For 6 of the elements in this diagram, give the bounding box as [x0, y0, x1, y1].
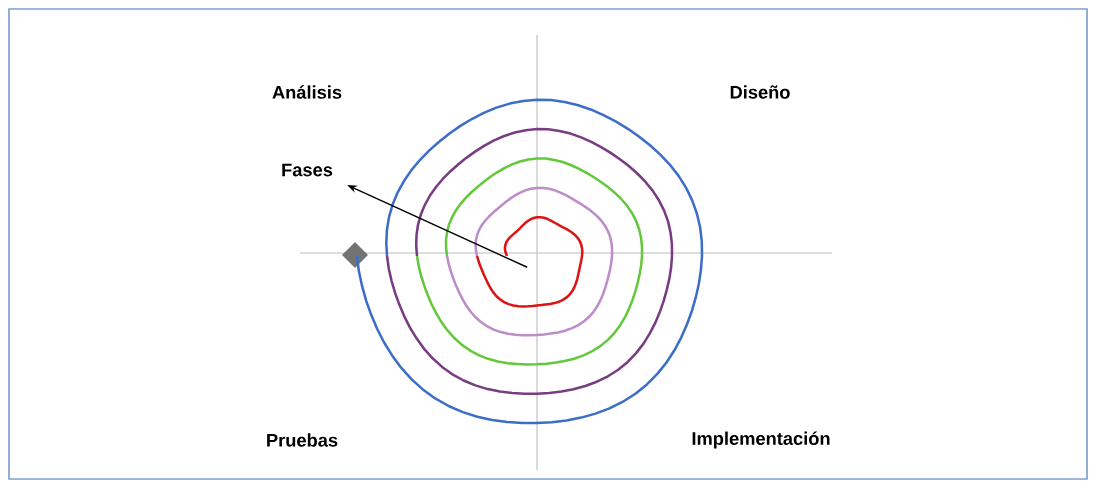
quadrant-label: Pruebas [267, 433, 338, 447]
quadrant-label: Implementación [692, 431, 830, 449]
quadrant-label: Diseño [730, 85, 790, 99]
spiral-drawing [355, 98, 704, 425]
phase-label: Fases [282, 163, 333, 177]
quadrant-label: Análisis [272, 85, 342, 99]
